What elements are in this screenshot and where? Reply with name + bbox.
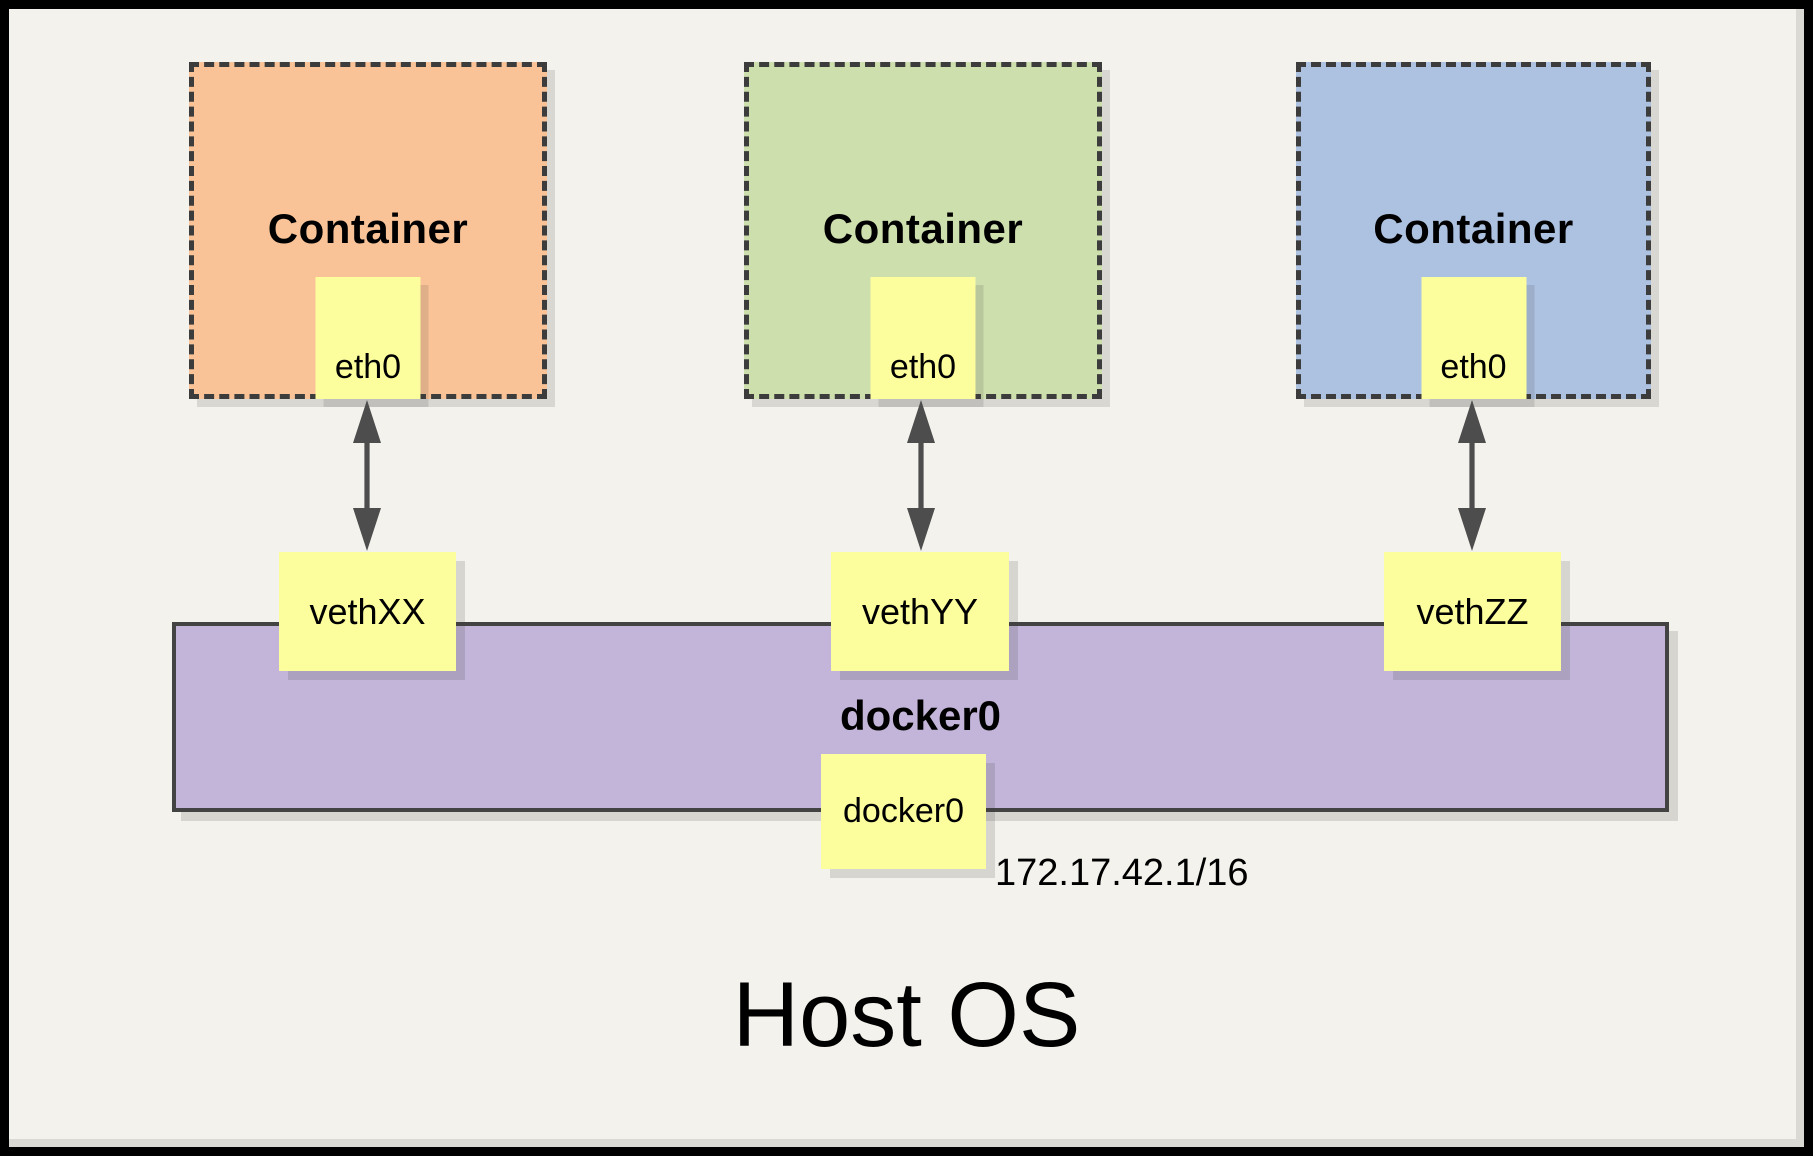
- docker0-interface-label: docker0: [843, 792, 964, 830]
- container-3-eth0-label: eth0: [1440, 348, 1507, 386]
- container-2-title: Container: [822, 205, 1024, 252]
- container-3-eth0-box: eth0: [1421, 277, 1526, 399]
- vethyy-box: vethYY: [831, 552, 1009, 671]
- container-box-3: Container eth0: [1296, 62, 1651, 399]
- vethyy-label: vethYY: [861, 590, 979, 632]
- double-arrow-icon-3: [1458, 400, 1486, 551]
- docker0-ip-address: 172.17.42.1/16: [995, 852, 1249, 894]
- vethzz-label: vethZZ: [1416, 590, 1529, 632]
- host-os-title: Host OS: [732, 964, 1081, 1066]
- double-arrow-icon-2: [907, 400, 935, 551]
- container-box-2: Container eth0: [744, 62, 1102, 399]
- container-2-eth0-label: eth0: [889, 348, 957, 386]
- vethxx-box: vethXX: [279, 552, 456, 671]
- double-arrow-icon-1: [353, 400, 381, 551]
- container-1-eth0-box: eth0: [315, 277, 421, 399]
- container-1-title: Container: [267, 205, 469, 252]
- container-3-title: Container: [1373, 205, 1574, 252]
- vethzz-box: vethZZ: [1384, 552, 1561, 671]
- container-2-eth0-box: eth0: [870, 277, 976, 399]
- docker-networking-diagram: Container eth0 Container eth0 Container …: [9, 9, 1804, 1147]
- docker0-bridge-title: docker0: [839, 692, 1002, 739]
- container-box-1: Container eth0: [189, 62, 547, 399]
- container-1-eth0-label: eth0: [334, 348, 402, 386]
- vethxx-label: vethXX: [309, 590, 426, 632]
- docker0-interface-box: docker0: [821, 754, 986, 869]
